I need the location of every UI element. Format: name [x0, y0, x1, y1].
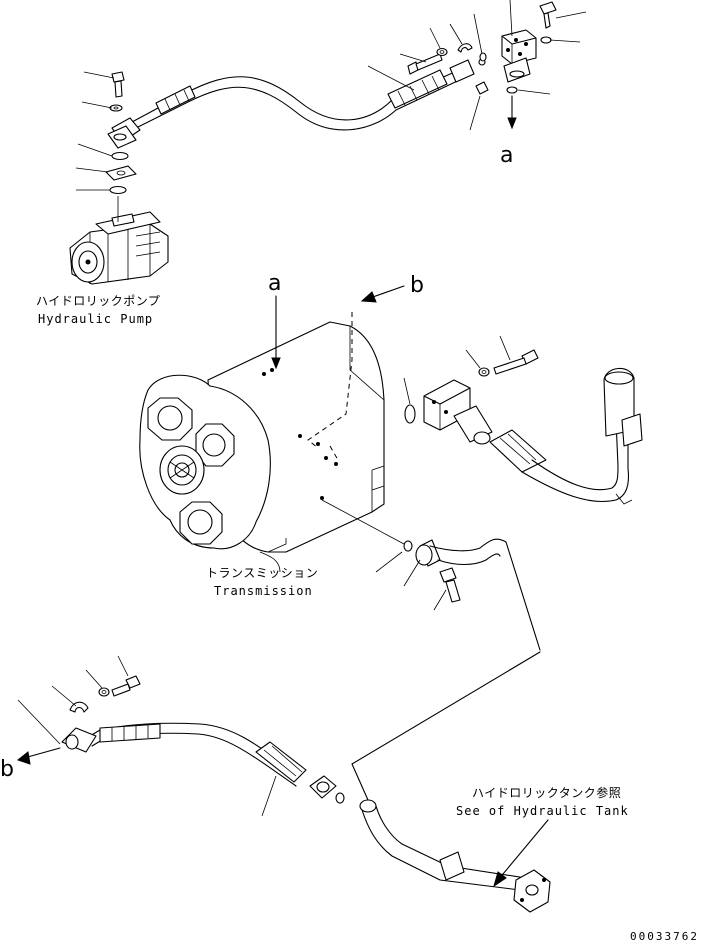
callout-b-right: b [410, 273, 424, 298]
suction-tube-assembly [403, 335, 643, 505]
split-flange [105, 165, 137, 181]
pto-cover-middle [195, 423, 235, 467]
hose-end-flange [309, 775, 337, 799]
pump-connection-parts [75, 71, 137, 222]
pump-outlet-hose-assembly [107, 0, 587, 149]
drain-tube-assembly [321, 499, 541, 801]
o-ring [109, 185, 127, 195]
hose-sleeve [387, 69, 448, 109]
pump-label-jp: ハイドロリックポンプ [36, 294, 161, 308]
callout-a-transmission: a [268, 271, 282, 296]
tank-inlet-pipe [359, 799, 551, 913]
transmission [139, 312, 385, 573]
split-flange-block [501, 29, 537, 83]
output-flange [159, 445, 205, 495]
o-ring [111, 151, 129, 161]
washer [478, 367, 490, 377]
tank-label-jp: ハイドロリックタンク参照 [472, 786, 622, 800]
bolt [111, 71, 125, 98]
hose-end-fitting [449, 58, 486, 83]
tank-label-en: See of Hydraulic Tank [456, 804, 629, 818]
hose-sleeve [255, 741, 307, 783]
elbow-fitting [107, 117, 141, 149]
drawing-number: 00033762 [630, 930, 699, 943]
bolt [407, 53, 443, 75]
split-clamp [457, 43, 473, 53]
washer [540, 36, 552, 44]
transmission-label-en: Transmission [214, 584, 313, 598]
callout-b-left: b [0, 757, 14, 782]
o-ring [506, 86, 518, 94]
bolt [475, 81, 489, 95]
hose-sleeve [489, 429, 547, 473]
transmission-label-jp: トランスミッション [206, 566, 319, 580]
bolt [493, 349, 539, 375]
bolt [111, 675, 141, 697]
hose-sleeve [155, 85, 196, 115]
o-ring [479, 52, 487, 62]
washer [98, 687, 110, 697]
pto-cover-top [147, 397, 193, 441]
hydraulic-pump [69, 211, 169, 285]
bolt [539, 1, 557, 29]
lower-hose-assembly [16, 655, 345, 817]
pump-label-en: Hydraulic Pump [38, 312, 154, 326]
elbow-fitting [61, 727, 97, 753]
pto-cover-bottom [179, 501, 223, 545]
hose-sleeve [99, 723, 161, 743]
callout-a-top: a [500, 143, 514, 168]
washer [436, 47, 448, 57]
bolt [439, 567, 461, 603]
